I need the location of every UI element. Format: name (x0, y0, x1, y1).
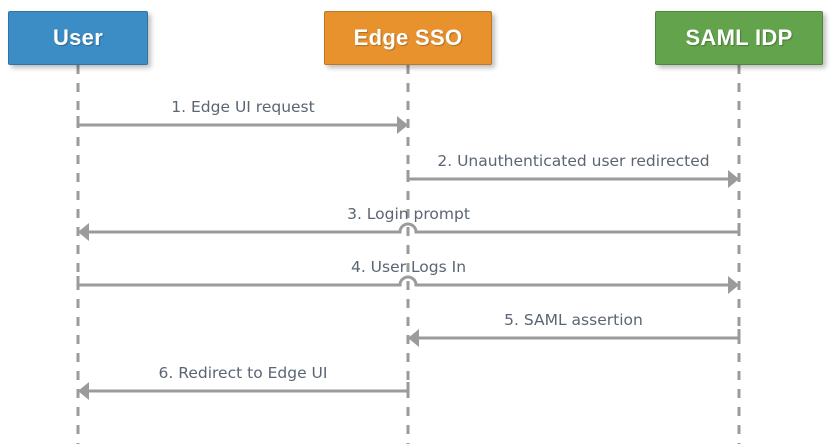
message-arrowhead (408, 329, 419, 347)
message-arrows-group (76, 116, 741, 400)
participant-label-user: User (52, 25, 104, 50)
message-line (78, 275, 728, 287)
participant-box-edge-sso[interactable]: Edge SSO (324, 11, 492, 65)
message-arrowhead (728, 170, 739, 188)
message-3[interactable] (78, 222, 741, 241)
message-label-4: 4. User Logs In (350, 258, 467, 276)
participant-label-edge-sso: Edge SSO (353, 25, 463, 50)
message-label-5: 5. SAML assertion (504, 311, 643, 329)
message-5[interactable] (408, 329, 741, 347)
message-1[interactable] (76, 116, 408, 134)
message-arrowhead (78, 382, 89, 400)
participant-box-saml-idp[interactable]: SAML IDP (655, 11, 823, 65)
message-arrowhead (728, 276, 739, 294)
message-label-1: 1. Edge UI request (171, 98, 315, 116)
message-label-2: 2. Unauthenticated user redirected (437, 152, 710, 170)
message-2[interactable] (406, 170, 739, 188)
participant-label-saml-idp: SAML IDP (685, 25, 793, 50)
message-line (89, 222, 739, 234)
message-arrowhead (397, 116, 408, 134)
message-label-3: 3. Login prompt (347, 205, 470, 223)
message-4[interactable] (76, 275, 739, 294)
message-label-6: 6. Redirect to Edge UI (158, 364, 328, 382)
participant-box-user[interactable]: User (8, 11, 148, 65)
message-6[interactable] (78, 382, 410, 400)
message-arrowhead (78, 223, 89, 241)
